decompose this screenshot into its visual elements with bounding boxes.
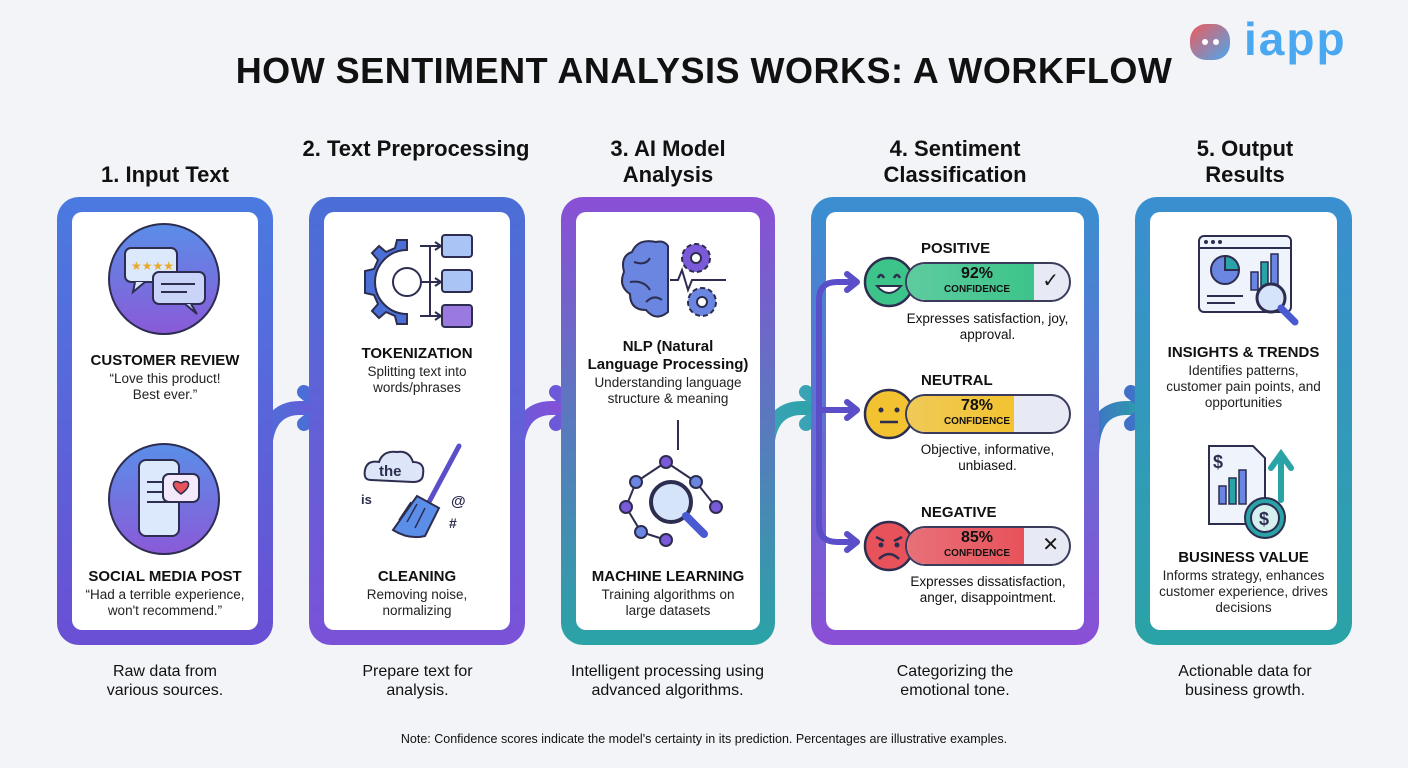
panel-text-preprocessing: TOKENIZATION Splitting text into words/p… bbox=[309, 197, 525, 645]
column-footer-3: Intelligent processing using advanced al… bbox=[570, 663, 764, 699]
connector-line bbox=[677, 420, 679, 450]
dollar-growth-icon: $ $ bbox=[1208, 445, 1294, 539]
neutral-percent: 78% bbox=[960, 397, 994, 414]
insights-trends-text: Identifies patterns, customer pain point… bbox=[1166, 363, 1321, 410]
svg-text:$: $ bbox=[1213, 452, 1223, 472]
column-footer-4: Categorizing the emotional tone. bbox=[896, 663, 1014, 699]
cleaned-symbol-at: @ bbox=[451, 493, 466, 510]
tokenization-label: TOKENIZATION bbox=[361, 345, 473, 362]
neutral-bar-fill bbox=[907, 396, 1015, 432]
insights-trends-label: INSIGHTS & TRENDS bbox=[1167, 344, 1320, 361]
column-heading-2: 2. Text Preprocessing bbox=[302, 136, 530, 161]
panel-card: ★★★★ CUSTOMER REVIEW “Love this product!… bbox=[72, 212, 258, 630]
broom-cloud-icon: the is @ # bbox=[361, 443, 466, 539]
panel-card: INSIGHTS & TRENDS Identifies patterns, c… bbox=[1150, 212, 1337, 630]
logo: iapp bbox=[1186, 13, 1386, 66]
nlp-text: Understanding language structure & meani… bbox=[594, 375, 742, 406]
svg-text:$: $ bbox=[1259, 509, 1269, 529]
negative-bar-fill bbox=[907, 528, 1025, 564]
check-icon: ✓ bbox=[1042, 270, 1059, 292]
customer-review-text: “Love this product! Best ever.” bbox=[109, 371, 221, 402]
positive-percent: 92% bbox=[960, 265, 994, 282]
brain-gears-icon bbox=[621, 240, 726, 318]
tokenization-text: Splitting text into words/phrases bbox=[367, 364, 467, 395]
positive-desc: Expresses satisfaction, joy, approval. bbox=[906, 311, 1069, 342]
dashboard-icon bbox=[1198, 235, 1299, 326]
negative-desc: Expresses dissatisfaction, anger, disapp… bbox=[910, 574, 1066, 605]
column-footer-1: Raw data from various sources. bbox=[106, 663, 224, 699]
column-footer-5: Actionable data for business growth. bbox=[1178, 663, 1312, 699]
network-magnifier-icon bbox=[619, 455, 723, 547]
svg-text:★★★★: ★★★★ bbox=[131, 259, 174, 273]
panel-output-results: INSIGHTS & TRENDS Identifies patterns, c… bbox=[1135, 197, 1352, 645]
confidence-label: CONFIDENCE bbox=[943, 548, 1011, 559]
cleaning-text: Removing noise, normalizing bbox=[366, 587, 468, 618]
column-heading-4: 4. Sentiment Classification bbox=[883, 136, 1027, 187]
social-media-post-label: SOCIAL MEDIA POST bbox=[88, 568, 242, 585]
positive-label: POSITIVE bbox=[921, 240, 991, 257]
neutral-confidence-bar: 78% CONFIDENCE bbox=[905, 394, 1071, 434]
negative-percent: 85% bbox=[960, 529, 994, 546]
panel-ai-model-analysis: NLP (Natural Language Processing) Unders… bbox=[561, 197, 775, 645]
nlp-label: NLP (Natural Language Processing) bbox=[587, 338, 749, 373]
panel-input-text: ★★★★ CUSTOMER REVIEW “Love this product!… bbox=[57, 197, 273, 645]
chat-bubbles-icon: ★★★★ bbox=[108, 223, 220, 335]
cleaned-symbol-hash: # bbox=[449, 515, 457, 531]
page-title: HOW SENTIMENT ANALYSIS WORKS: A WORKFLOW bbox=[235, 50, 1173, 91]
panel-card: NLP (Natural Language Processing) Unders… bbox=[576, 212, 760, 630]
business-value-text: Informs strategy, enhances customer expe… bbox=[1159, 568, 1328, 615]
customer-review-label: CUSTOMER REVIEW bbox=[90, 352, 240, 369]
positive-bar-fill bbox=[907, 264, 1034, 300]
negative-label: NEGATIVE bbox=[921, 504, 997, 521]
confidence-label: CONFIDENCE bbox=[943, 416, 1011, 427]
positive-confidence-bar: 92% CONFIDENCE ✓ bbox=[905, 262, 1071, 302]
logo-mascot-icon bbox=[1190, 24, 1230, 60]
negative-confidence-bar: 85% CONFIDENCE ✕ bbox=[905, 526, 1071, 566]
x-icon: ✕ bbox=[1042, 534, 1059, 556]
phone-heart-icon bbox=[108, 443, 220, 555]
column-footer-2: Prepare text for analysis. bbox=[362, 663, 473, 699]
cleaning-label: CLEANING bbox=[377, 568, 457, 585]
panel-card: TOKENIZATION Splitting text into words/p… bbox=[324, 212, 510, 630]
cleaned-word-is: is bbox=[361, 492, 372, 507]
machine-learning-label: MACHINE LEARNING bbox=[591, 568, 745, 585]
sentiment-branch-arrows bbox=[816, 271, 860, 553]
logo-text: iapp bbox=[1244, 13, 1347, 65]
neutral-desc: Objective, informative, unbiased. bbox=[920, 442, 1055, 473]
column-heading-1: 1. Input Text bbox=[101, 162, 229, 187]
gear-tokens-icon bbox=[364, 234, 473, 328]
cloud-word: the bbox=[379, 463, 402, 480]
social-media-post-text: “Had a terrible experience, won't recomm… bbox=[85, 587, 245, 618]
confidence-label: CONFIDENCE bbox=[943, 284, 1011, 295]
neutral-label: NEUTRAL bbox=[921, 372, 993, 389]
footnote: Note: Confidence scores indicate the mod… bbox=[400, 732, 1008, 746]
column-heading-5: 5. Output Results bbox=[1196, 136, 1294, 187]
machine-learning-text: Training algorithms on large datasets bbox=[601, 587, 735, 618]
business-value-label: BUSINESS VALUE bbox=[1178, 549, 1309, 566]
column-heading-3: 3. AI Model Analysis bbox=[610, 136, 726, 187]
